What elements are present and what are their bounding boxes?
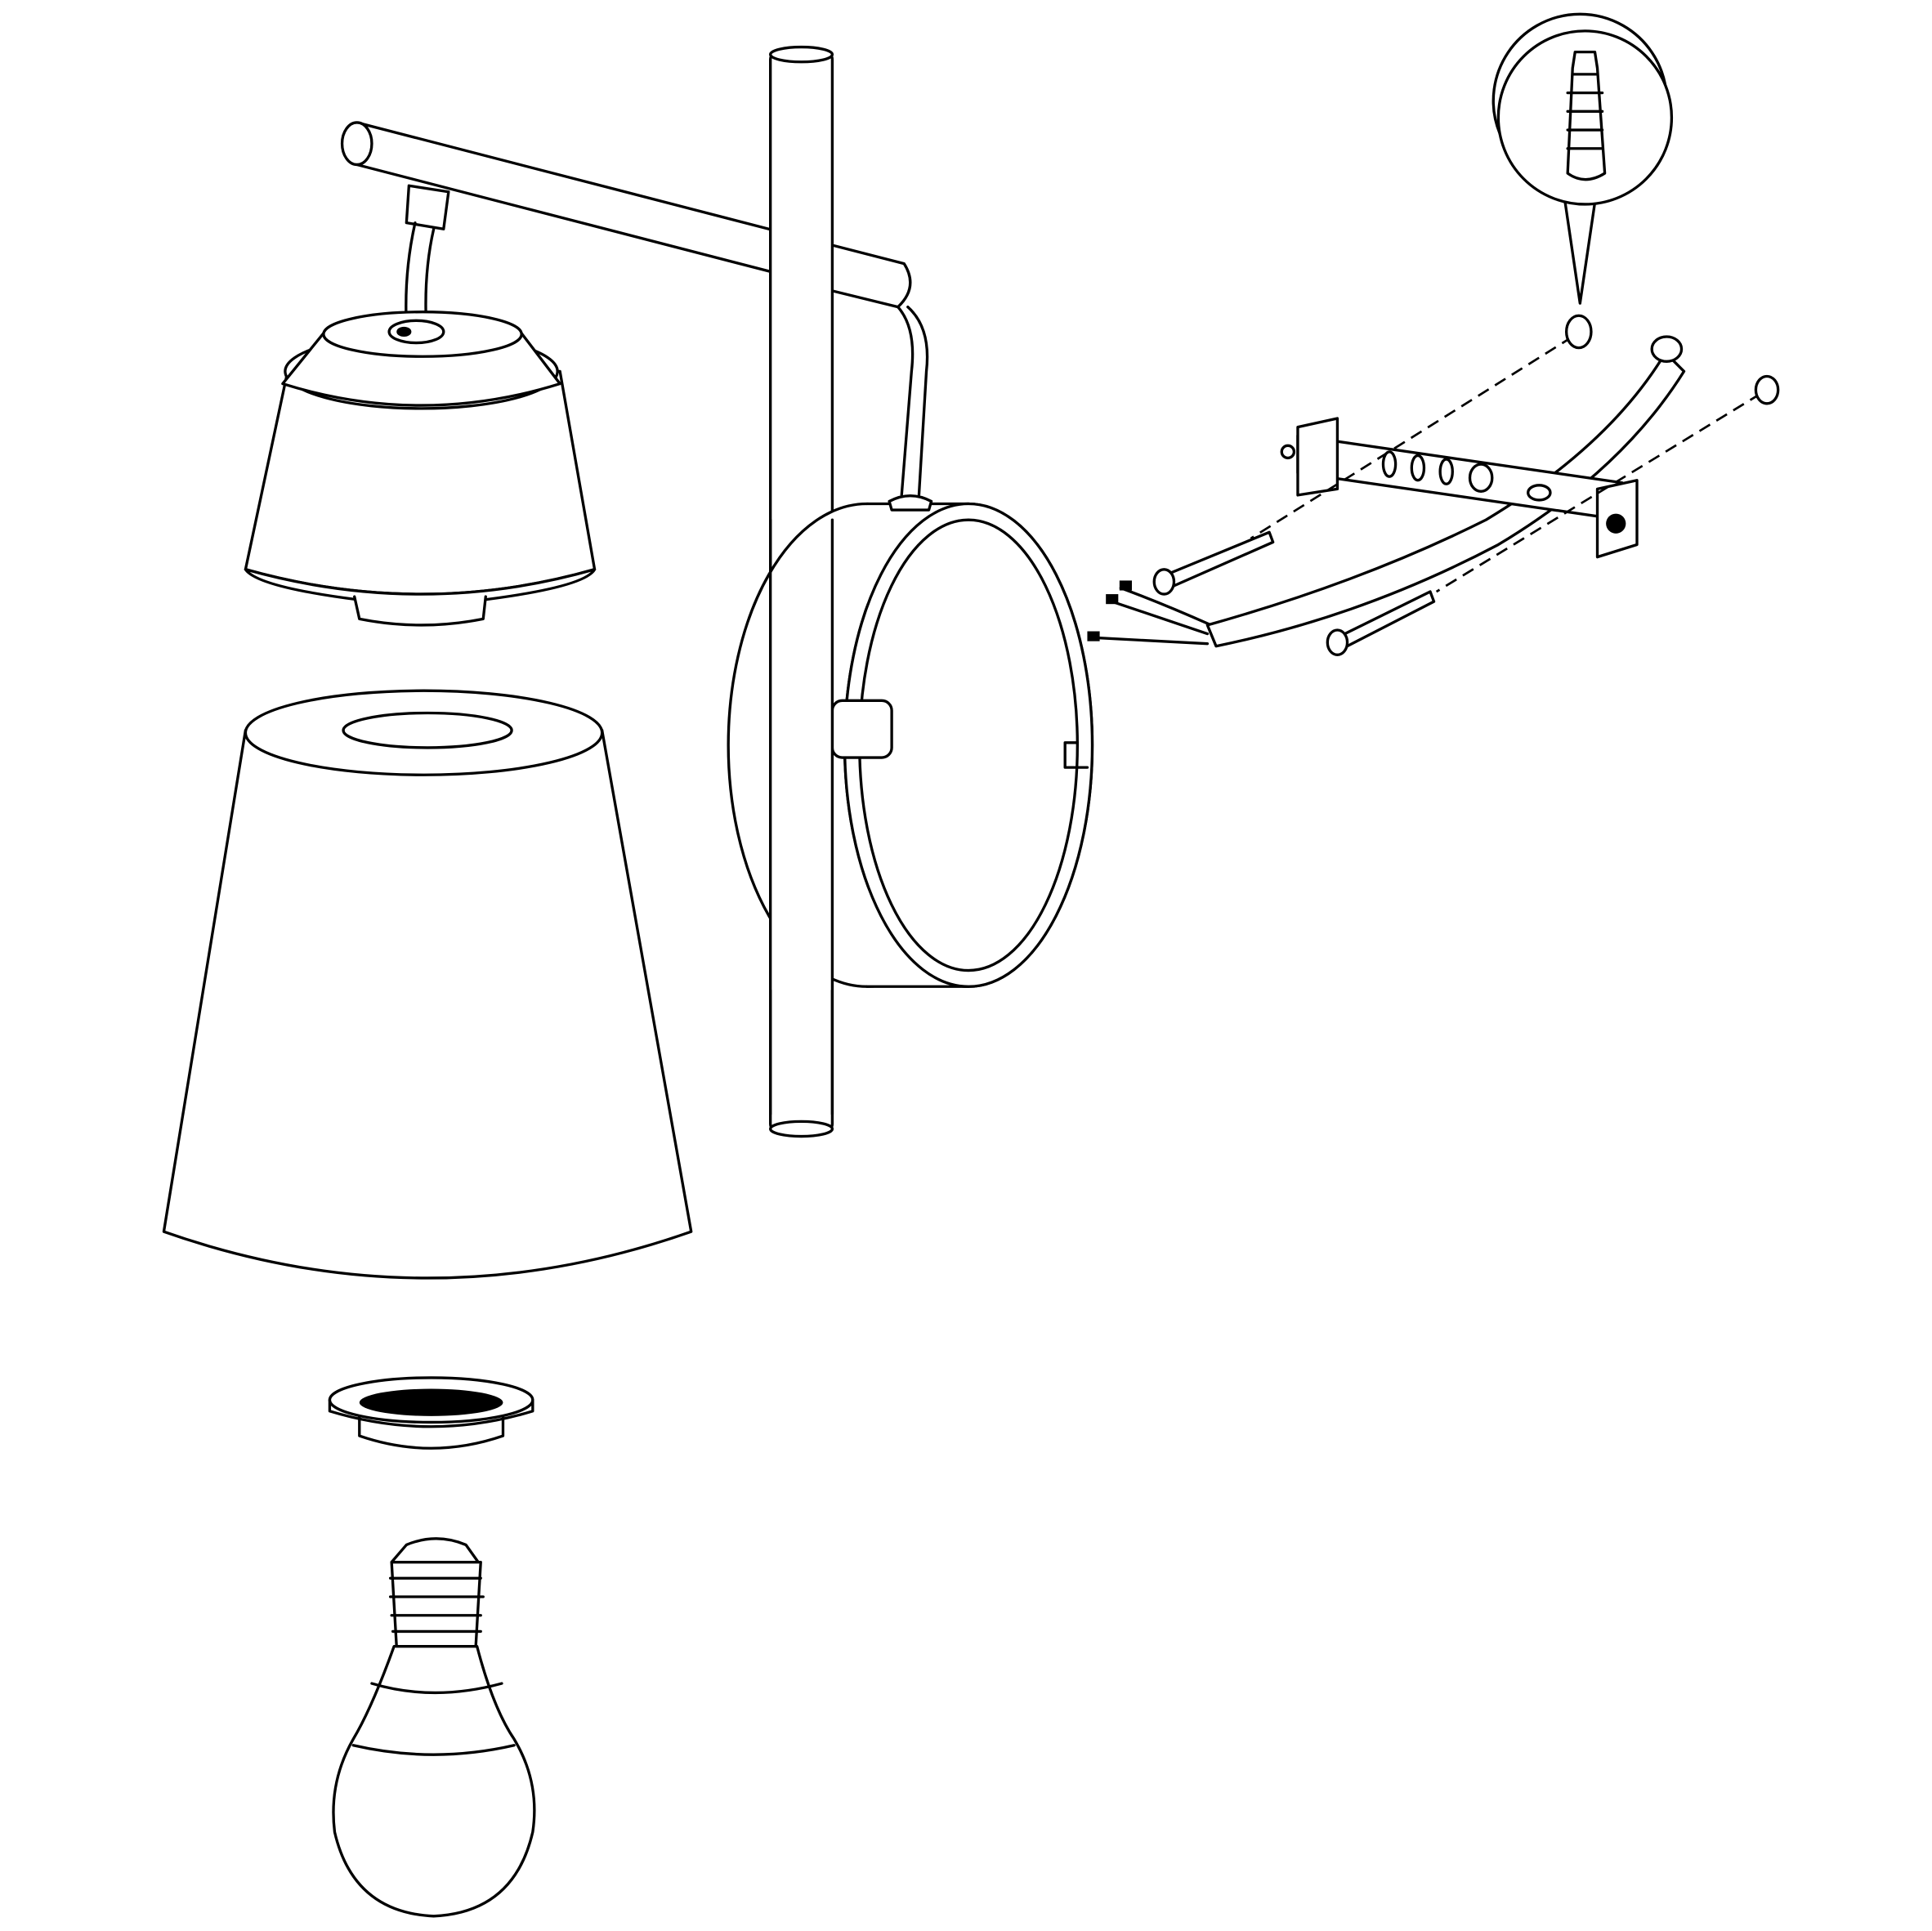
power-wires — [1087, 335, 1686, 648]
small-shade — [244, 311, 597, 627]
shade-hanger — [405, 184, 450, 326]
socket-ring — [328, 1376, 534, 1450]
light-bulb — [332, 1537, 536, 1918]
horizontal-arm — [340, 121, 912, 309]
drill-guides — [1250, 314, 1780, 593]
mounting-bracket — [1280, 417, 1639, 559]
wall-plug-callout — [1491, 12, 1674, 305]
large-shade — [162, 689, 693, 1280]
screw-1 — [1152, 530, 1275, 596]
screw-2 — [1326, 590, 1436, 656]
wall-canopy — [727, 305, 1094, 1115]
